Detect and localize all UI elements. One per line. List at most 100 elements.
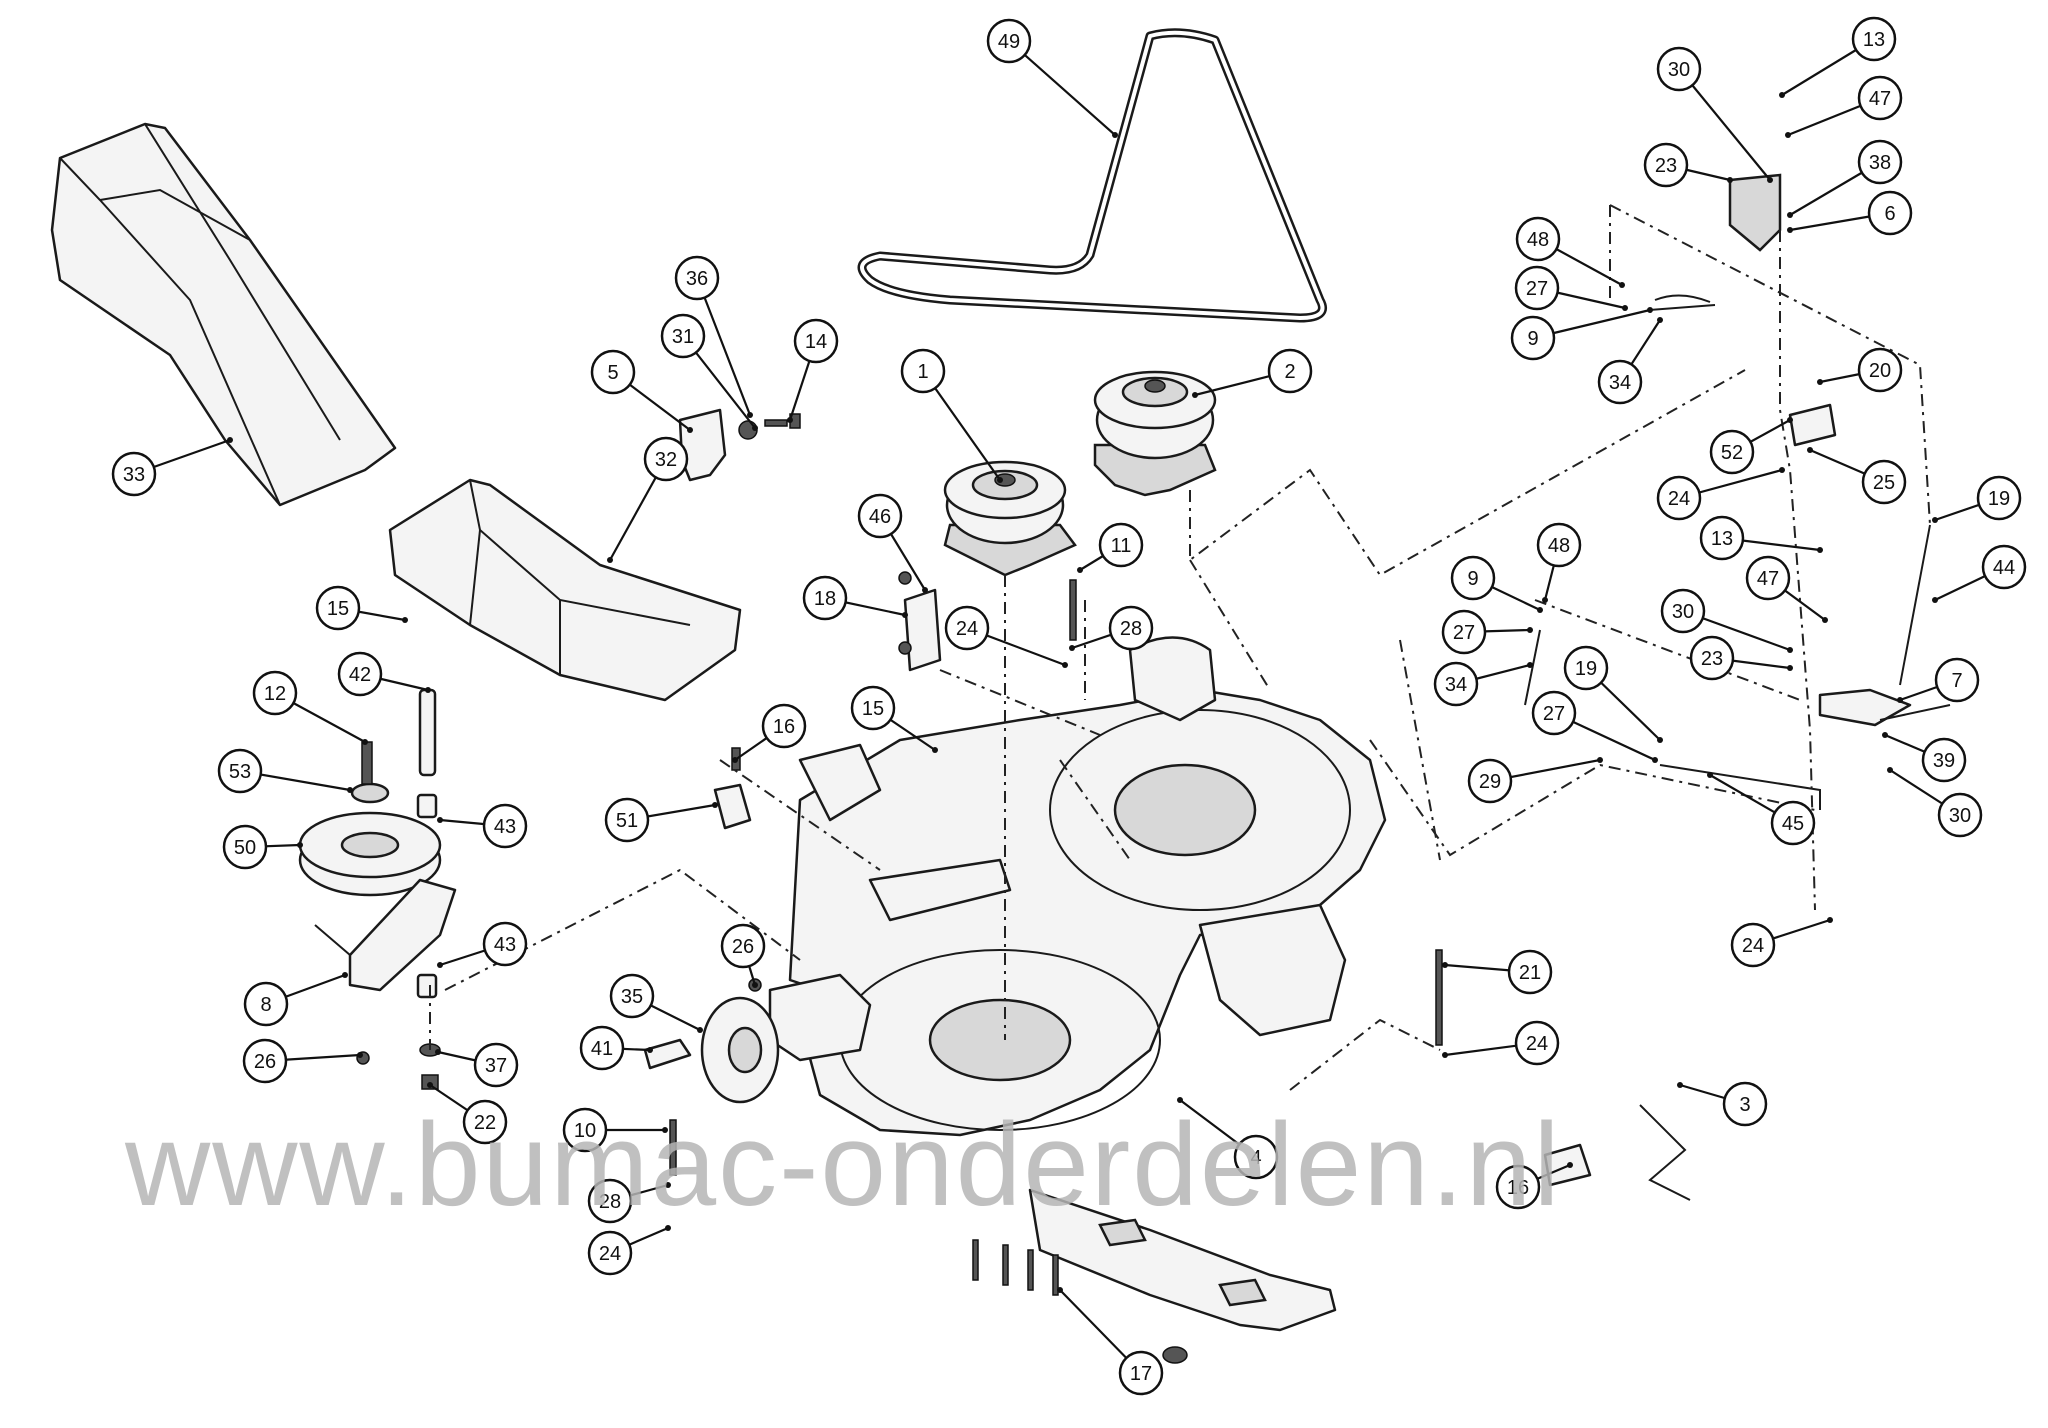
part-callout: 32 (643, 436, 689, 482)
callout-circle (1118, 1350, 1164, 1396)
callout-leader-tip (902, 612, 908, 618)
bolt-21 (1435, 949, 1443, 1046)
callout-leader-tip (1787, 665, 1793, 671)
part-callout: 23 (1643, 142, 1689, 188)
callout-leader-tip (1887, 767, 1893, 773)
callout-leader-tip (437, 817, 443, 823)
callout-number: 44 (1993, 557, 2015, 579)
part-callout: 24 (1730, 922, 1776, 968)
v-belt (857, 28, 1327, 323)
callout-number: 19 (1575, 658, 1597, 680)
spindle-assembly-1 (943, 460, 1077, 577)
lift-linkage-right (1524, 173, 1951, 1201)
callout-number: 34 (1445, 674, 1467, 696)
callout-leader-tip (1442, 962, 1448, 968)
callout-number: 2 (1284, 361, 1295, 383)
callout-leader-tip (1057, 1287, 1063, 1293)
callout-circle (850, 685, 896, 731)
callout-circle (1867, 190, 1913, 236)
part-callout: 9 (1450, 555, 1496, 601)
part-callout: 50 (222, 824, 268, 870)
callout-circle (242, 1038, 288, 1084)
callout-circle (1937, 792, 1983, 838)
callout-leader-tip (1807, 447, 1813, 453)
idler-arm (314, 688, 457, 1090)
callout-leader-tip (1779, 92, 1785, 98)
part-callout: 33 (111, 451, 157, 497)
part-callout: 45 (1770, 800, 1816, 846)
callout-number: 35 (621, 986, 643, 1008)
callout-leader-tip (997, 477, 1003, 483)
mower-deck (768, 636, 1387, 1137)
callout-circle (1515, 216, 1561, 262)
part-callout: 30 (1937, 792, 1983, 838)
part-callout: 16 (761, 703, 807, 749)
part-callout: 29 (1467, 758, 1513, 804)
part-callout: 25 (1861, 459, 1907, 505)
callout-number: 46 (869, 506, 891, 528)
callout-number: 48 (1548, 535, 1570, 557)
callout-leader-tip (425, 687, 431, 693)
callout-leader-tip (1817, 379, 1823, 385)
callout-leader-tip (347, 787, 353, 793)
callout-leader-tip (1785, 132, 1791, 138)
part-callout: 47 (1745, 555, 1791, 601)
watermark-text: www.bumac-onderdelen.nl (124, 1099, 1562, 1231)
callout-circle (315, 585, 361, 631)
callout-number: 33 (123, 464, 145, 486)
callout-leader-tip (665, 1225, 671, 1231)
callout-number: 24 (599, 1243, 621, 1265)
part-callout: 9 (1510, 315, 1556, 361)
part-callout: 47 (1857, 75, 1903, 121)
callout-circle (1857, 347, 1903, 393)
callout-leader-tip (1727, 177, 1733, 183)
callout-number: 4 (1250, 1147, 1261, 1169)
callout-number: 26 (254, 1051, 276, 1073)
callout-number: 50 (234, 837, 256, 859)
part-callout: 20 (1857, 347, 1903, 393)
callout-circle (604, 797, 650, 843)
callout-number: 24 (1668, 488, 1690, 510)
callout-circle (793, 318, 839, 364)
idler-pulley (298, 741, 442, 897)
callout-leader-tip (1177, 1097, 1183, 1103)
callout-number: 37 (485, 1055, 507, 1077)
callout-circle (1660, 588, 1706, 634)
callout-number: 5 (607, 362, 618, 384)
callout-leader-tip (712, 802, 718, 808)
callout-leader-tip (362, 739, 368, 745)
callout-number: 47 (1757, 568, 1779, 590)
callout-number: 23 (1701, 648, 1723, 670)
part-callout: 13 (1851, 16, 1897, 62)
callout-leader-tip (437, 962, 443, 968)
callout-leader-tip (752, 425, 758, 431)
callout-number: 24 (956, 618, 978, 640)
callout-circle (1981, 544, 2027, 590)
callout-number: 1 (917, 361, 928, 383)
part-callout: 36 (674, 255, 720, 301)
deck-gauge-wheel (643, 978, 780, 1104)
callout-leader-tip (747, 412, 753, 418)
callout-number: 15 (862, 698, 884, 720)
callout-circle (1514, 265, 1560, 311)
callout-number: 12 (264, 683, 286, 705)
callout-number: 11 (1111, 535, 1132, 557)
part-callout: 12 (252, 670, 298, 716)
callout-number: 30 (1672, 601, 1694, 623)
callout-number: 52 (1721, 442, 1743, 464)
callout-leader-tip (1827, 917, 1833, 923)
part-callout: 43 (482, 803, 528, 849)
part-callout: 15 (315, 585, 361, 631)
part-callout: 48 (1536, 522, 1582, 568)
callout-circle (1267, 348, 1313, 394)
callout-leader-line (1678, 68, 1771, 181)
part-callout: 24 (1656, 475, 1702, 521)
part-callout: 44 (1981, 544, 2027, 590)
callout-circle (1597, 359, 1643, 405)
callout-number: 23 (1655, 155, 1677, 177)
bracket-5 (678, 408, 801, 482)
bolt-10 (669, 1119, 677, 1176)
callout-number: 6 (1884, 203, 1895, 225)
part-callout: 26 (720, 923, 766, 969)
callout-number: 13 (1711, 528, 1733, 550)
